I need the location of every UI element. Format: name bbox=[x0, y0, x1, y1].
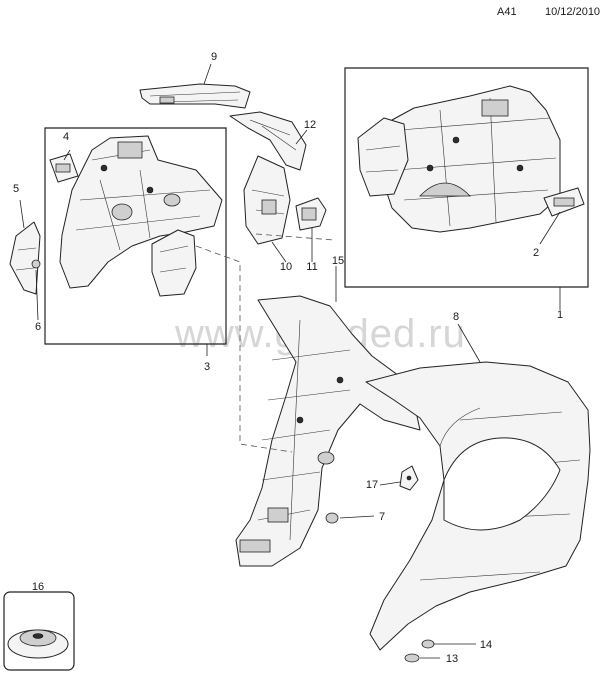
part-6-clip bbox=[31, 259, 41, 269]
assembly-line-a bbox=[195, 245, 293, 453]
part-15-inner-side-panel bbox=[235, 295, 421, 567]
callout-2: 2 bbox=[533, 247, 539, 259]
callout-7: 7 bbox=[379, 511, 385, 523]
part-9-upper-rail bbox=[139, 83, 251, 109]
callout-11: 11 bbox=[306, 261, 317, 273]
part-front-liner bbox=[357, 117, 409, 197]
part-12-pillar-reinforcement bbox=[229, 111, 307, 171]
leader-lines bbox=[19, 63, 561, 659]
diagram-date: 10/12/2010 bbox=[545, 6, 600, 18]
assembly-frame-3 bbox=[44, 127, 227, 345]
assembly-frame-16 bbox=[3, 591, 75, 671]
callout-15: 15 bbox=[332, 255, 344, 267]
callout-5: 5 bbox=[13, 183, 19, 195]
part-11-bracket bbox=[295, 197, 327, 231]
callout-3: 3 bbox=[204, 361, 210, 373]
part-3-wheelhouse-assembly bbox=[59, 135, 223, 289]
diagram-code: A41 bbox=[497, 6, 517, 18]
part-arch-liner bbox=[151, 229, 197, 297]
part-14-pad bbox=[421, 639, 435, 649]
part-10-inner-panel bbox=[243, 155, 291, 245]
part-5-side-panel bbox=[9, 221, 41, 295]
callout-17: 17 bbox=[366, 479, 378, 491]
callout-8: 8 bbox=[453, 311, 459, 323]
assembly-frame-1 bbox=[344, 67, 589, 288]
callout-16: 16 bbox=[32, 581, 44, 593]
callout-9: 9 bbox=[211, 51, 217, 63]
part-7-plug bbox=[325, 512, 339, 524]
part-2-bracket bbox=[543, 187, 585, 217]
callout-1: 1 bbox=[557, 309, 563, 321]
part-17-plug bbox=[399, 465, 419, 491]
part-4-bracket bbox=[49, 153, 79, 183]
callouts: 1 2 3 4 5 6 7 8 9 10 11 12 13 14 15 16 1… bbox=[13, 51, 563, 665]
assembly-line-b bbox=[255, 233, 335, 241]
part-1-wheelhouse-assembly bbox=[375, 85, 561, 233]
part-16-insert bbox=[7, 629, 69, 659]
callout-6: 6 bbox=[35, 321, 41, 333]
callout-14: 14 bbox=[480, 639, 492, 651]
callout-10: 10 bbox=[280, 261, 292, 273]
part-13-pad bbox=[404, 653, 420, 663]
callout-12: 12 bbox=[304, 119, 316, 131]
part-8-quarter-panel bbox=[365, 361, 591, 651]
callout-4: 4 bbox=[63, 131, 69, 143]
callout-13: 13 bbox=[446, 653, 458, 665]
